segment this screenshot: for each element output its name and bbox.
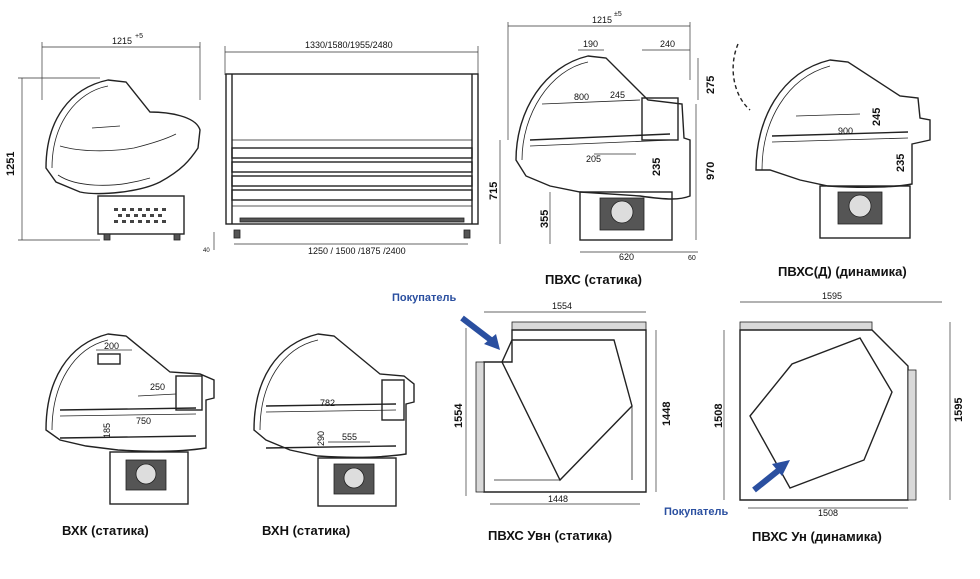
dim-1215-a-tol: +5 (135, 33, 143, 40)
base-unit (97, 195, 185, 235)
dim-40: 40 (203, 248, 210, 254)
dim-750: 750 (136, 416, 151, 426)
pvhs-dyn-case (755, 59, 931, 189)
dim-800: 800 (574, 92, 589, 102)
caption-pvhs-un: ПВХС Ун (динамика) (752, 529, 882, 544)
dim-355: 355 (539, 210, 551, 228)
vhk-view: 200 250 750 185 ВХК (статика) (45, 333, 215, 538)
dim-555: 555 (342, 432, 357, 442)
dim-200: 200 (104, 341, 119, 351)
dim-lengths: 1330/1580/1955/2480 (305, 40, 393, 50)
dim-1448-right: 1448 (661, 402, 673, 426)
dim-715: 715 (488, 182, 500, 200)
dim-185: 185 (102, 423, 112, 438)
buyer-label-1: Покупатель (392, 292, 457, 304)
uvn-outline (483, 329, 647, 493)
caption-vhn: ВХН (статика) (262, 523, 350, 538)
dim-inner: 1250 / 1500 /1875 /2400 (308, 246, 406, 256)
caption-pvhs-uvn: ПВХС Увн (статика) (488, 528, 612, 543)
dim-1215-a: 1215 (112, 36, 132, 46)
pvhs-case (515, 55, 691, 200)
dim-1508-bottom: 1508 (818, 508, 838, 518)
vhn-case (253, 333, 415, 459)
dim-1215-b-tol: ±5 (614, 11, 622, 18)
vhn-base (317, 457, 397, 507)
buyer-label-2: Покупатель (664, 506, 729, 518)
pvhs-base (579, 191, 673, 241)
vhn-view: 782 290 555 ВХН (статика) (253, 333, 415, 538)
vhk-case (45, 333, 215, 453)
dim-900: 900 (838, 126, 853, 136)
dim-970: 970 (705, 162, 717, 180)
pvhs-static-view: 1215 ±5 190 240 275 800 245 205 235 970 … (488, 11, 717, 287)
dim-275: 275 (705, 76, 717, 94)
caption-vhk: ВХК (статика) (62, 523, 149, 538)
dim-250: 250 (150, 382, 165, 392)
dim-190: 190 (583, 39, 598, 49)
dim-620: 620 (619, 252, 634, 262)
dim-240: 240 (660, 39, 675, 49)
pvhs-dyn-base (819, 185, 911, 239)
pvhs-un-plan: 1595 1508 1595 1508 Покупатель ПВХС Ун (… (664, 291, 965, 544)
dim-245: 245 (610, 90, 625, 100)
dim-1595-top: 1595 (822, 291, 842, 301)
dim-1554-top: 1554 (552, 301, 572, 311)
dim-235: 235 (651, 158, 663, 176)
caption-pvhs-static: ПВХС (статика) (545, 272, 642, 287)
dim-1595-right: 1595 (953, 398, 965, 422)
dim-1508-left: 1508 (713, 404, 725, 428)
dim-290: 290 (316, 431, 326, 446)
front-view: 1330/1580/1955/2480 1250 / 1500 /1875 /2… (203, 40, 479, 256)
front-outline (225, 73, 479, 225)
dim-235-b: 235 (895, 154, 907, 172)
dim-1215-b: 1215 (592, 15, 612, 25)
dim-782: 782 (320, 398, 335, 408)
dim-1251: 1251 (5, 152, 17, 176)
case-outline (45, 79, 201, 195)
dim-245-b: 245 (871, 108, 883, 126)
vhk-base (109, 451, 189, 505)
side-view-1: 1215 +5 1251 (5, 33, 201, 241)
dim-1448-bottom: 1448 (548, 494, 568, 504)
caption-pvhs-dyn: ПВХС(Д) (динамика) (778, 264, 907, 279)
pvhs-dyn-view: 900 245 235 ПВХС(Д) (динамика) (732, 43, 931, 279)
dim-205: 205 (586, 154, 601, 164)
dim-60: 60 (688, 255, 696, 262)
pvhs-uvn-plan: Покупатель 1554 1554 1448 1448 ПВХС Увн … (392, 292, 673, 543)
dim-1554-left: 1554 (453, 403, 465, 428)
